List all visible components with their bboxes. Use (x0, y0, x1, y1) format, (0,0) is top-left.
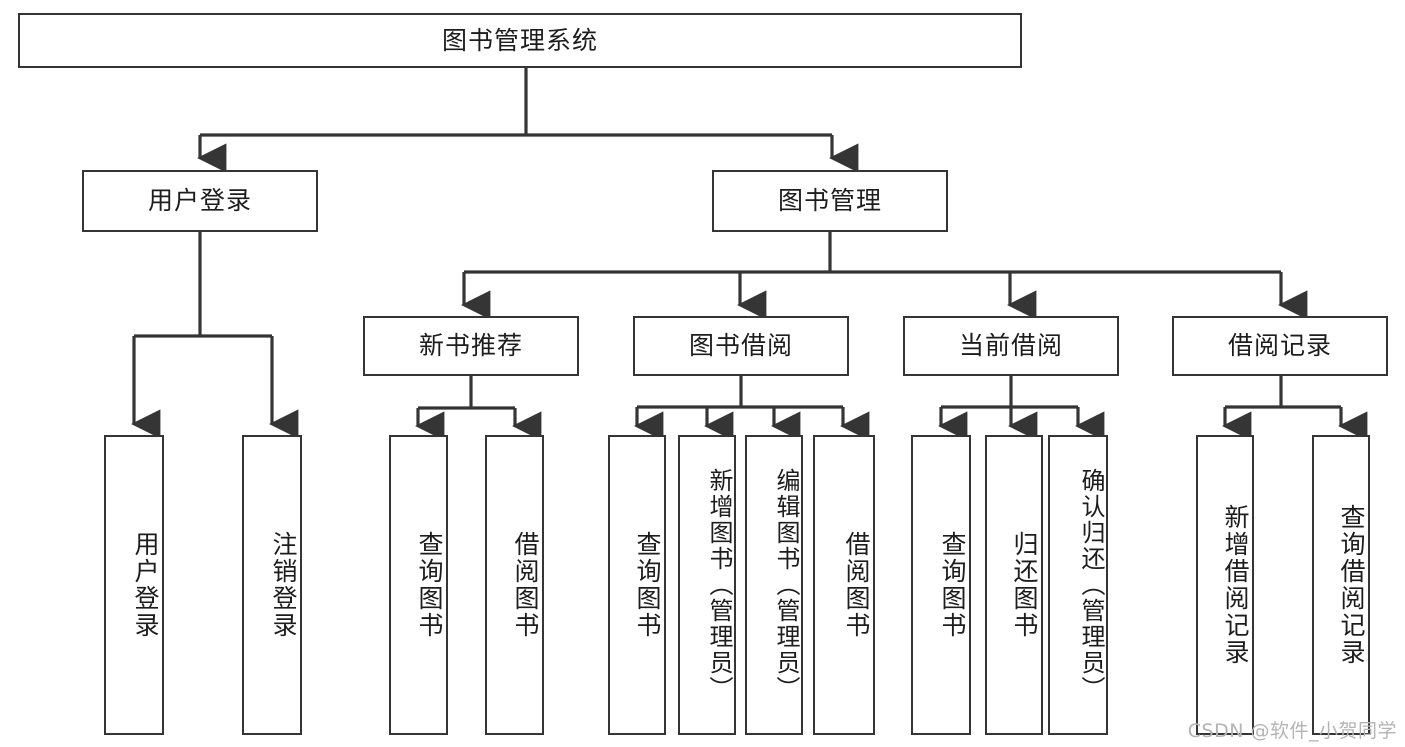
node-leaf-query-book-3-label: 查询图书 (938, 531, 967, 639)
node-leaf-query-book-2-label: 查询图书 (633, 531, 662, 639)
node-leaf-user-login[interactable]: 用户登录 (104, 435, 164, 735)
node-leaf-return-book[interactable]: 归还图书 (985, 435, 1043, 735)
node-book-management[interactable]: 图书管理 (712, 170, 948, 232)
node-leaf-return-book-label: 归还图书 (1010, 531, 1039, 639)
node-leaf-borrow-book-1-label: 借阅图书 (511, 531, 540, 639)
node-leaf-query-book-2[interactable]: 查询图书 (608, 435, 666, 735)
node-leaf-query-record-label: 查询借阅记录 (1337, 504, 1366, 666)
node-current-borrow[interactable]: 当前借阅 (903, 316, 1119, 376)
node-borrow-record[interactable]: 借阅记录 (1172, 316, 1388, 376)
node-leaf-borrow-book-2-label: 借阅图书 (842, 531, 871, 639)
node-new-book-recommend[interactable]: 新书推荐 (363, 316, 579, 376)
node-leaf-logout[interactable]: 注销登录 (242, 435, 302, 735)
node-leaf-query-record[interactable]: 查询借阅记录 (1312, 435, 1370, 735)
node-leaf-confirm-return[interactable]: 确认归还（管理员） (1048, 435, 1108, 735)
node-leaf-add-record[interactable]: 新增借阅记录 (1196, 435, 1254, 735)
node-book-management-label: 图书管理 (777, 186, 882, 216)
node-leaf-add-record-label: 新增借阅记录 (1221, 504, 1250, 666)
node-new-book-recommend-label: 新书推荐 (418, 331, 523, 361)
node-current-borrow-label: 当前借阅 (958, 331, 1063, 361)
node-user-login[interactable]: 用户登录 (82, 170, 318, 232)
node-leaf-borrow-book-2[interactable]: 借阅图书 (813, 435, 875, 735)
node-leaf-borrow-book-1[interactable]: 借阅图书 (485, 435, 544, 735)
node-leaf-query-book-1[interactable]: 查询图书 (389, 435, 448, 735)
node-leaf-add-book-label: 新增图书（管理员） (705, 468, 733, 702)
node-leaf-add-book[interactable]: 新增图书（管理员） (678, 435, 736, 735)
node-borrow-record-label: 借阅记录 (1227, 331, 1332, 361)
node-root-label: 图书管理系统 (441, 25, 598, 55)
node-leaf-user-login-label: 用户登录 (131, 531, 160, 639)
node-leaf-confirm-return-label: 确认归还（管理员） (1077, 468, 1105, 702)
node-user-login-label: 用户登录 (147, 186, 252, 216)
node-leaf-edit-book-label: 编辑图书（管理员） (772, 468, 800, 702)
node-leaf-query-book-1-label: 查询图书 (415, 531, 444, 639)
node-leaf-query-book-3[interactable]: 查询图书 (911, 435, 971, 735)
node-root[interactable]: 图书管理系统 (18, 13, 1022, 68)
node-book-borrow-label: 图书借阅 (688, 331, 793, 361)
node-leaf-edit-book[interactable]: 编辑图书（管理员） (745, 435, 803, 735)
watermark: CSDN @软件_小贺同学 (1187, 720, 1397, 742)
node-book-borrow[interactable]: 图书借阅 (633, 316, 849, 376)
node-leaf-logout-label: 注销登录 (269, 531, 298, 639)
